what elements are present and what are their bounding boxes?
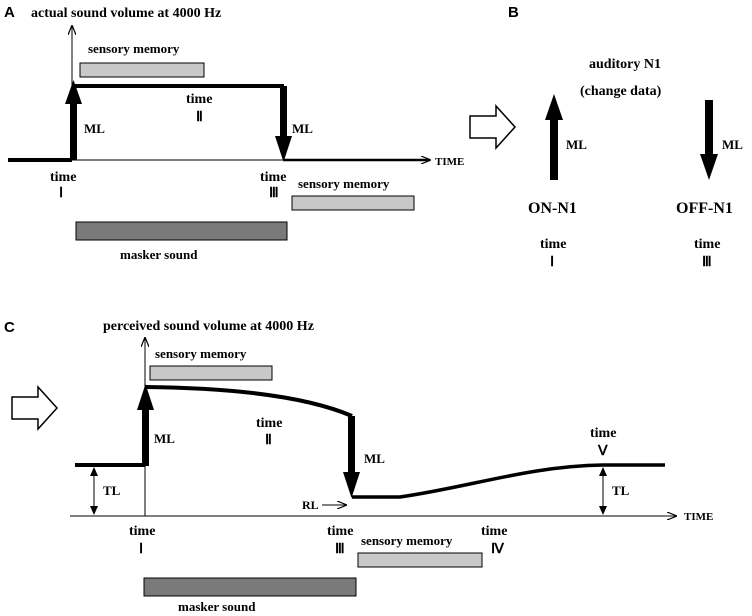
- panel-c-time-2-num: Ⅱ: [265, 433, 272, 448]
- panel-c-tl-right-label: TL: [612, 483, 630, 498]
- panel-a-axis-label: TIME: [435, 156, 464, 168]
- panel-a-sensory-memory-2-bar: [291, 195, 415, 211]
- panel-c-rl-label: RL: [302, 498, 319, 512]
- panel-a-time-1-word: time: [50, 170, 76, 185]
- panel-c-ml-up-label: ML: [154, 431, 175, 446]
- panel-b-time-1-word: time: [540, 237, 566, 252]
- panel-a-time-1-num: Ⅰ: [59, 186, 63, 201]
- panel-a-sensory-memory-2-label: sensory memory: [298, 176, 390, 191]
- panel-a-time-3-num: Ⅲ: [269, 186, 279, 201]
- panel-c-ml-up-arrow: [137, 384, 154, 466]
- panel-b: B auditory N1 (change data) ML ML ON-N1 …: [508, 4, 743, 270]
- panel-c-sensory-memory-2-bar: [357, 552, 483, 568]
- panel-a: A actual sound volume at 4000 Hz TIME ML…: [4, 4, 464, 262]
- panel-a-masker-bar: [75, 221, 288, 241]
- panel-c-time-4-word: time: [481, 524, 507, 539]
- panel-c-tl-left-arrow-down: [90, 506, 98, 515]
- panel-c-time-5-num: Ⅴ: [597, 444, 608, 459]
- panel-c-masker-label: masker sound: [178, 599, 256, 614]
- panel-c-time-3-num: Ⅲ: [335, 542, 345, 557]
- panel-b-ml-down-label: ML: [722, 137, 743, 152]
- panel-c-axis-label: TIME: [684, 511, 713, 523]
- hollow-arrow-into-c: [11, 385, 59, 431]
- panel-c-masker-bar: [143, 577, 357, 597]
- panel-a-ml-down-arrow: [275, 86, 292, 162]
- panel-c-time-3-word: time: [327, 524, 353, 539]
- panel-b-letter: B: [508, 4, 519, 21]
- panel-c-time-1-num: Ⅰ: [139, 542, 143, 557]
- panel-a-time-3-word: time: [260, 170, 286, 185]
- panel-c-sensory-memory-1-bar: [149, 365, 273, 381]
- panel-a-ml-up-label: ML: [84, 121, 105, 136]
- panel-c-sensory-memory-1-label: sensory memory: [155, 346, 247, 361]
- panel-a-masker-label: masker sound: [120, 247, 198, 262]
- panel-c-volume-curve-first: [75, 385, 353, 467]
- panel-c-tl-left-label: TL: [103, 483, 121, 498]
- hollow-arrow-a-to-b: [469, 104, 517, 150]
- panel-c-time-4-num: Ⅳ: [491, 542, 505, 557]
- panel-c-tl-left-arrow-up: [90, 467, 98, 476]
- panel-b-time-3-word: time: [694, 237, 720, 252]
- panel-a-volume-line: [8, 84, 284, 162]
- panel-c-time-1-word: time: [129, 524, 155, 539]
- panel-b-title-line2: (change data): [580, 84, 662, 99]
- panel-b-ml-up-label: ML: [566, 137, 587, 152]
- panel-c-time-5-word: time: [590, 426, 616, 441]
- panel-c: C perceived sound volume at 4000 Hz TIME…: [4, 319, 713, 614]
- panel-b-off-n1-label: OFF-N1: [676, 200, 733, 217]
- panel-b-off-arrow: [700, 100, 718, 180]
- panel-c-title: perceived sound volume at 4000 Hz: [103, 319, 314, 334]
- panel-a-time-2-num: Ⅱ: [196, 110, 203, 125]
- panel-a-time-2-word: time: [186, 92, 212, 107]
- panel-c-sensory-memory-2-label: sensory memory: [361, 533, 453, 548]
- panel-c-ml-down-label: ML: [364, 451, 385, 466]
- panel-a-letter: A: [4, 4, 15, 21]
- panel-a-ml-up-arrow: [65, 80, 82, 160]
- panel-b-title-line1: auditory N1: [589, 57, 661, 72]
- panel-c-tl-right-arrow-down: [599, 506, 607, 515]
- panel-c-time-2-word: time: [256, 416, 282, 431]
- panel-c-letter: C: [4, 319, 15, 336]
- panel-c-tl-right-arrow-up: [599, 467, 607, 476]
- panel-c-ml-down-arrow: [343, 416, 360, 498]
- panel-a-sensory-memory-1-bar: [79, 62, 205, 78]
- panel-b-on-arrow: [545, 94, 563, 180]
- panel-b-time-1-num: Ⅰ: [550, 255, 554, 270]
- panel-a-sensory-memory-1-label: sensory memory: [88, 41, 180, 56]
- panel-a-title: actual sound volume at 4000 Hz: [31, 6, 221, 21]
- panel-b-time-3-num: Ⅲ: [702, 255, 712, 270]
- panel-c-volume-curve-recovery: [352, 463, 665, 499]
- panel-a-ml-down-label: ML: [292, 121, 313, 136]
- panel-b-on-n1-label: ON-N1: [528, 200, 577, 217]
